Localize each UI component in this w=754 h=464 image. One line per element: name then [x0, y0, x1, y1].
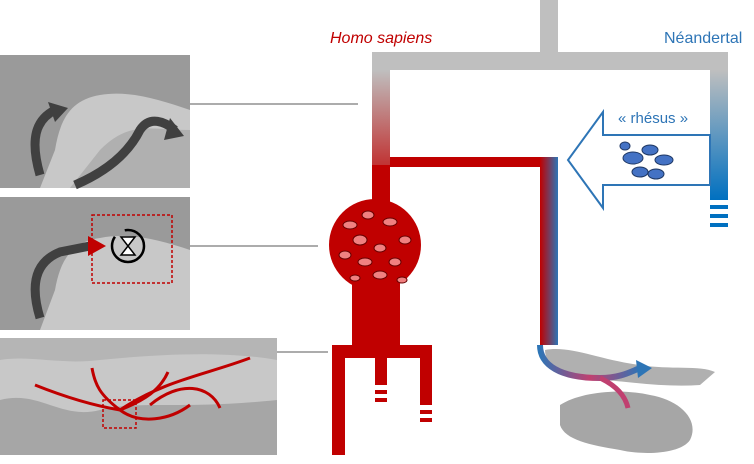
neandertal-label: Néandertal: [664, 30, 743, 47]
hourglass-icon: [110, 228, 146, 264]
rhesus-cells-icon: [619, 141, 674, 180]
rhesus-label: « rhésus »: [618, 110, 689, 127]
map-middle-east-1: [0, 55, 190, 190]
map-eurasia: [0, 338, 277, 455]
blood-cells-icon: [338, 210, 412, 284]
rhesus-arrow: [566, 108, 711, 212]
map-middle-east-2: [0, 197, 190, 330]
migration-arrow-icon: [537, 344, 642, 382]
phylogenetic-tree: [329, 0, 728, 455]
homo-sapiens-label: Homo sapiens: [330, 30, 433, 47]
map-australia: [537, 344, 715, 453]
